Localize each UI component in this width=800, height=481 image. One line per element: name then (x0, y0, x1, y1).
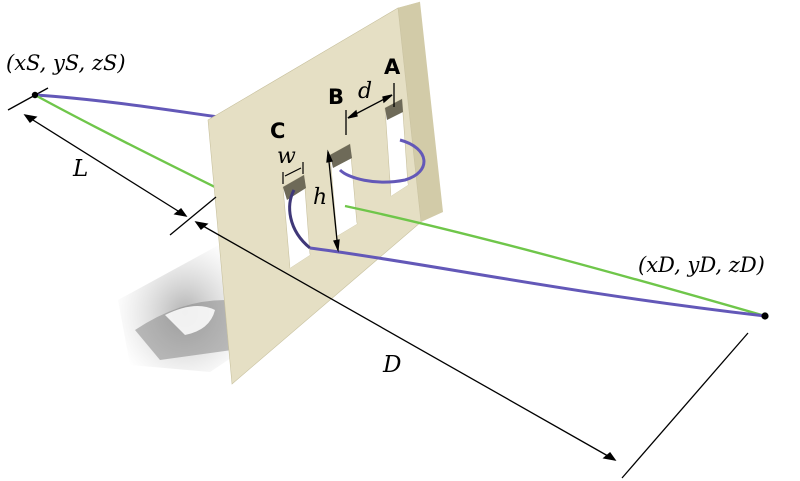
wall (207, 1, 443, 385)
detector-tick (621, 332, 749, 479)
source-tick (7, 87, 49, 111)
slit-c-light (290, 241, 310, 268)
wall-base-tick (169, 196, 217, 236)
slit-b-light (337, 212, 357, 236)
slit-a-inner (385, 99, 403, 120)
slit-label-c: C (270, 119, 285, 143)
wall-shadow (118, 240, 240, 372)
quantum-path-loop (338, 138, 426, 184)
label-d-distance: D (382, 352, 401, 378)
detector-coordinates-label: (xD, yD, zD) (638, 253, 765, 277)
classical-path-outgoing (344, 204, 766, 318)
dimension-l (23, 114, 188, 217)
classical-path-incoming (34, 93, 226, 194)
dimension-slit-width (282, 162, 304, 184)
slit-c-inner (283, 175, 306, 200)
label-h-slit-height: h (313, 185, 327, 210)
source-coordinates-label: (xS, yS, zS) (6, 51, 126, 75)
quantum-path-outgoing (309, 246, 766, 318)
label-w-slit-width: w (277, 144, 296, 169)
slit-label-b: B (328, 85, 344, 109)
label-l-distance: L (72, 156, 88, 182)
slit-label-a: A (384, 55, 401, 79)
label-d-slit-distance: d (358, 79, 372, 104)
quantum-path-incoming (34, 93, 241, 122)
quantum-path-through-c (288, 189, 311, 250)
dimension-slit-height (326, 149, 340, 253)
dimension-d (194, 221, 617, 461)
wall-side (398, 2, 443, 222)
source-point (31, 91, 39, 99)
dimension-slit-distance (345, 83, 395, 135)
detector-point (761, 312, 769, 320)
slit-b-inner (330, 144, 352, 168)
slit-a-light (391, 172, 408, 196)
